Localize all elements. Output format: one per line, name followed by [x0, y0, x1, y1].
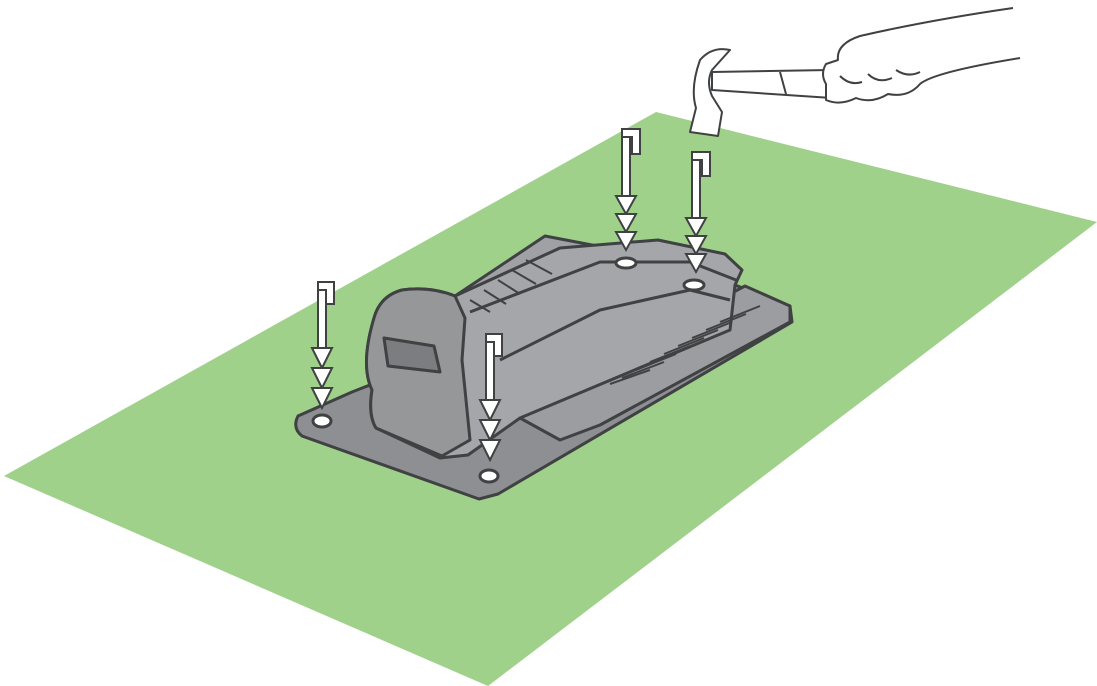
- hammer-icon: [690, 49, 832, 136]
- station-hole-rear-right: [684, 280, 704, 290]
- hand-icon: [823, 8, 1020, 103]
- station-hole-front-right: [480, 470, 498, 482]
- station-hole-rear-left: [616, 258, 636, 268]
- station-front-face: [366, 289, 470, 456]
- station-hole-front-left: [313, 415, 331, 427]
